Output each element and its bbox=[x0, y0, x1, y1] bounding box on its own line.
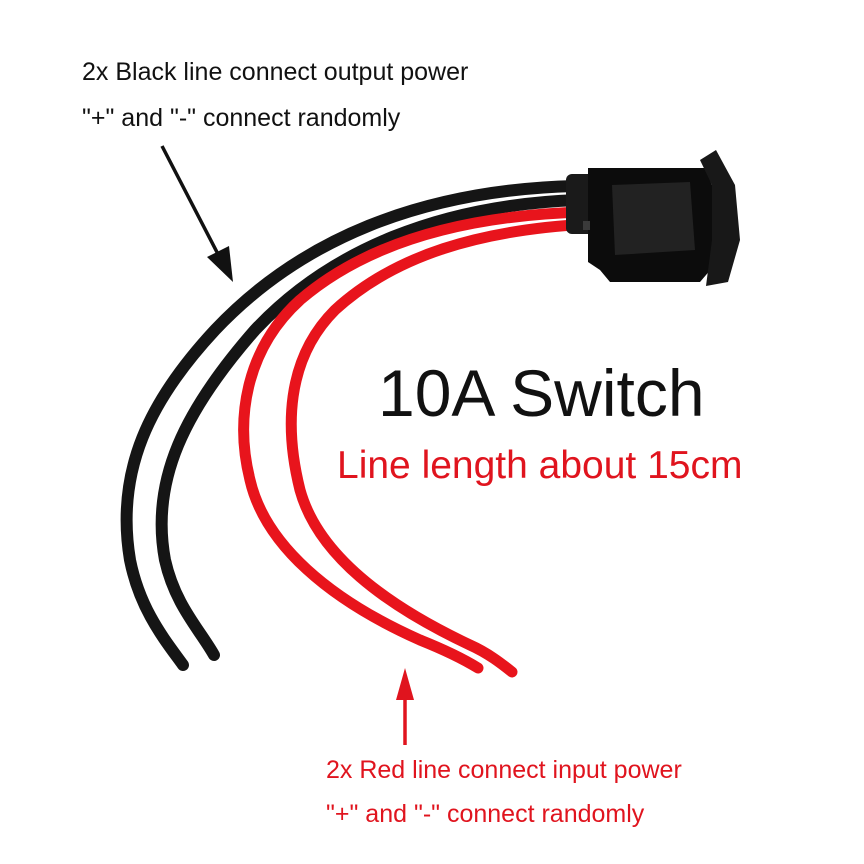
red-arrow bbox=[396, 668, 414, 745]
black-note-line2: "+" and "-" connect randomly bbox=[82, 104, 401, 132]
black-wire-2 bbox=[155, 194, 584, 661]
subtitle: Line length about 15cm bbox=[337, 444, 743, 487]
red-note-line1: 2x Red line connect input power bbox=[326, 756, 682, 784]
red-wire-2 bbox=[285, 218, 594, 678]
black-wires bbox=[120, 180, 584, 671]
red-wire-1 bbox=[238, 206, 591, 674]
black-note-line1: 2x Black line connect output power bbox=[82, 58, 469, 86]
rocker-switch bbox=[566, 150, 740, 286]
red-wires bbox=[238, 206, 594, 678]
title: 10A Switch bbox=[378, 356, 705, 430]
black-wire-1 bbox=[120, 180, 581, 671]
black-arrow bbox=[160, 145, 233, 282]
red-note-line2: "+" and "-" connect randomly bbox=[326, 800, 645, 828]
